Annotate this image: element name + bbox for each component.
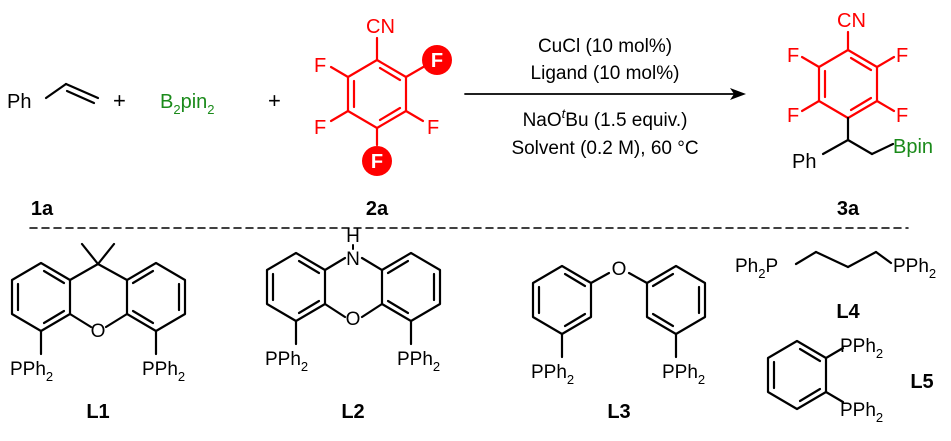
product-cn-text: CN bbox=[837, 10, 866, 32]
condition-base-a: NaO bbox=[523, 110, 562, 131]
label-l5: L5 bbox=[910, 371, 933, 393]
l2-nh-h: H bbox=[346, 226, 360, 247]
label-l4: L4 bbox=[836, 301, 860, 323]
l2-oxygen: O bbox=[346, 309, 361, 330]
pentafluorobenzonitrile-2a bbox=[329, 36, 427, 147]
l5-pph-top: PPh bbox=[840, 336, 876, 357]
l3-pph-right: PPh bbox=[662, 362, 698, 383]
l2-pph2-right: PPh2 bbox=[397, 349, 440, 374]
b2pin2-sub1: 2 bbox=[173, 102, 180, 117]
ligand-l5-dppbz bbox=[766, 339, 845, 411]
product-f-lower-right: F bbox=[896, 105, 908, 127]
arene-f-upper-left: F bbox=[314, 55, 326, 77]
product-f-upper-right: F bbox=[896, 45, 908, 67]
label-2a: 2a bbox=[366, 198, 389, 220]
condition-ligand: Ligand (10 mol%) bbox=[531, 63, 680, 84]
l1-sub-right: 2 bbox=[178, 369, 185, 384]
product-ph-text: Ph bbox=[792, 151, 816, 173]
product-f-lower-left: F bbox=[787, 105, 799, 127]
l1-pph-left: PPh bbox=[10, 359, 46, 380]
product-3a bbox=[800, 30, 896, 156]
plus-sign-2: + bbox=[268, 88, 281, 113]
reaction-arrow bbox=[464, 88, 746, 100]
plus-sign-1: + bbox=[113, 88, 126, 113]
product-bpin-text: Bpin bbox=[893, 136, 933, 158]
label-1a: 1a bbox=[31, 198, 54, 220]
l1-pph2-left: PPh2 bbox=[10, 359, 53, 384]
l4-ph: Ph bbox=[735, 256, 758, 277]
b2pin2-reagent: B2pin2 bbox=[160, 91, 215, 117]
arene-f-lower-left: F bbox=[314, 117, 326, 139]
l2-sub-right: 2 bbox=[433, 359, 440, 374]
condition-catalyst: CuCl (10 mol%) bbox=[538, 36, 672, 57]
label-l3: L3 bbox=[607, 401, 630, 423]
b2pin2-b: B bbox=[160, 91, 173, 113]
l2-pph-left: PPh bbox=[265, 349, 301, 370]
l5-pph2-top: PPh2 bbox=[840, 336, 883, 361]
l5-pph2-bottom: PPh2 bbox=[840, 400, 883, 425]
l3-pph-left: PPh bbox=[531, 362, 567, 383]
arene-f-highlight-upper: F bbox=[431, 50, 443, 72]
l5-pph-bottom: PPh bbox=[840, 400, 876, 421]
label-l2: L2 bbox=[341, 401, 364, 423]
l1-pph2-right: PPh2 bbox=[142, 359, 185, 384]
condition-solvent: Solvent (0.2 M), 60 °C bbox=[511, 138, 698, 159]
l5-sub-bottom: 2 bbox=[876, 410, 883, 425]
arene-f-lower-right: F bbox=[427, 117, 439, 139]
l2-sub-left: 2 bbox=[301, 359, 308, 374]
ligand-l2-nixantphos bbox=[265, 251, 442, 346]
ligand-l3-dpephos bbox=[531, 264, 707, 359]
arene-f-highlight-lower: F bbox=[371, 151, 383, 173]
styrene-ph-text: Ph bbox=[7, 91, 31, 113]
l3-sub-left: 2 bbox=[567, 372, 574, 387]
l3-oxygen: O bbox=[612, 259, 627, 280]
ligand-l1-xantphos bbox=[10, 242, 187, 356]
l2-pph-right: PPh bbox=[397, 349, 433, 370]
highlight-circle-lower bbox=[362, 146, 392, 176]
label-3a: 3a bbox=[837, 198, 860, 220]
condition-base: NaOtBu (1.5 equiv.) bbox=[523, 106, 688, 131]
l4-sub-left: 2 bbox=[758, 266, 765, 281]
styrene-1a bbox=[44, 82, 100, 105]
l2-nitrogen: N bbox=[346, 249, 360, 270]
l4-ph2p: Ph2P bbox=[735, 256, 778, 281]
l3-sub-right: 2 bbox=[698, 372, 705, 387]
ligand-l4-dppp bbox=[794, 250, 893, 269]
l3-pph2-left: PPh2 bbox=[531, 362, 574, 387]
product-f-upper-left: F bbox=[787, 45, 799, 67]
l3-pph2-right: PPh2 bbox=[662, 362, 705, 387]
l4-sub-right: 2 bbox=[929, 266, 936, 281]
arene-cn-text: CN bbox=[366, 16, 395, 38]
l5-sub-top: 2 bbox=[876, 346, 883, 361]
l4-p-left: P bbox=[765, 256, 778, 277]
l1-sub-left: 2 bbox=[46, 369, 53, 384]
l2-pph2-left: PPh2 bbox=[265, 349, 308, 374]
b2pin2-sub2: 2 bbox=[207, 102, 214, 117]
condition-base-sup: t bbox=[562, 106, 567, 121]
highlight-circle-upper bbox=[422, 45, 452, 75]
l1-pph-right: PPh bbox=[142, 359, 178, 380]
b2pin2-pin: pin bbox=[181, 91, 208, 113]
condition-base-b: Bu (1.5 equiv.) bbox=[565, 110, 687, 131]
l4-pph: PPh bbox=[893, 256, 929, 277]
l4-pph2-right: PPh2 bbox=[893, 256, 936, 281]
l1-oxygen: O bbox=[91, 321, 106, 342]
label-l1: L1 bbox=[86, 401, 109, 423]
